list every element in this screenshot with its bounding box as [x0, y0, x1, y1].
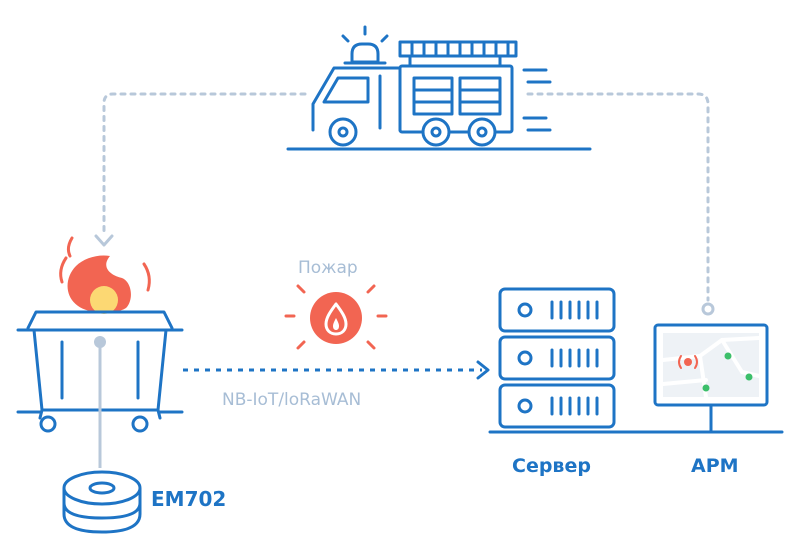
monitor-map-icon — [653, 323, 769, 432]
sensor-link — [94, 336, 106, 468]
workstation-label: АРМ — [691, 455, 739, 477]
protocol-label: NB-IoT/loRaWAN — [222, 390, 362, 410]
server-label: Сервер — [512, 455, 591, 477]
fire-truck-icon — [286, 25, 592, 151]
connector-arm-to-truck — [526, 92, 715, 316]
fire-label: Пожар — [298, 258, 358, 278]
flame-icon — [59, 236, 151, 314]
server-icon — [498, 287, 616, 429]
sensor-label: EM702 — [151, 487, 227, 511]
siren-icon — [341, 25, 389, 65]
data-arrow — [183, 360, 490, 380]
fire-alert-icon — [284, 284, 388, 350]
connector-truck-to-container — [94, 92, 307, 247]
sensor-puck-icon — [62, 470, 142, 534]
